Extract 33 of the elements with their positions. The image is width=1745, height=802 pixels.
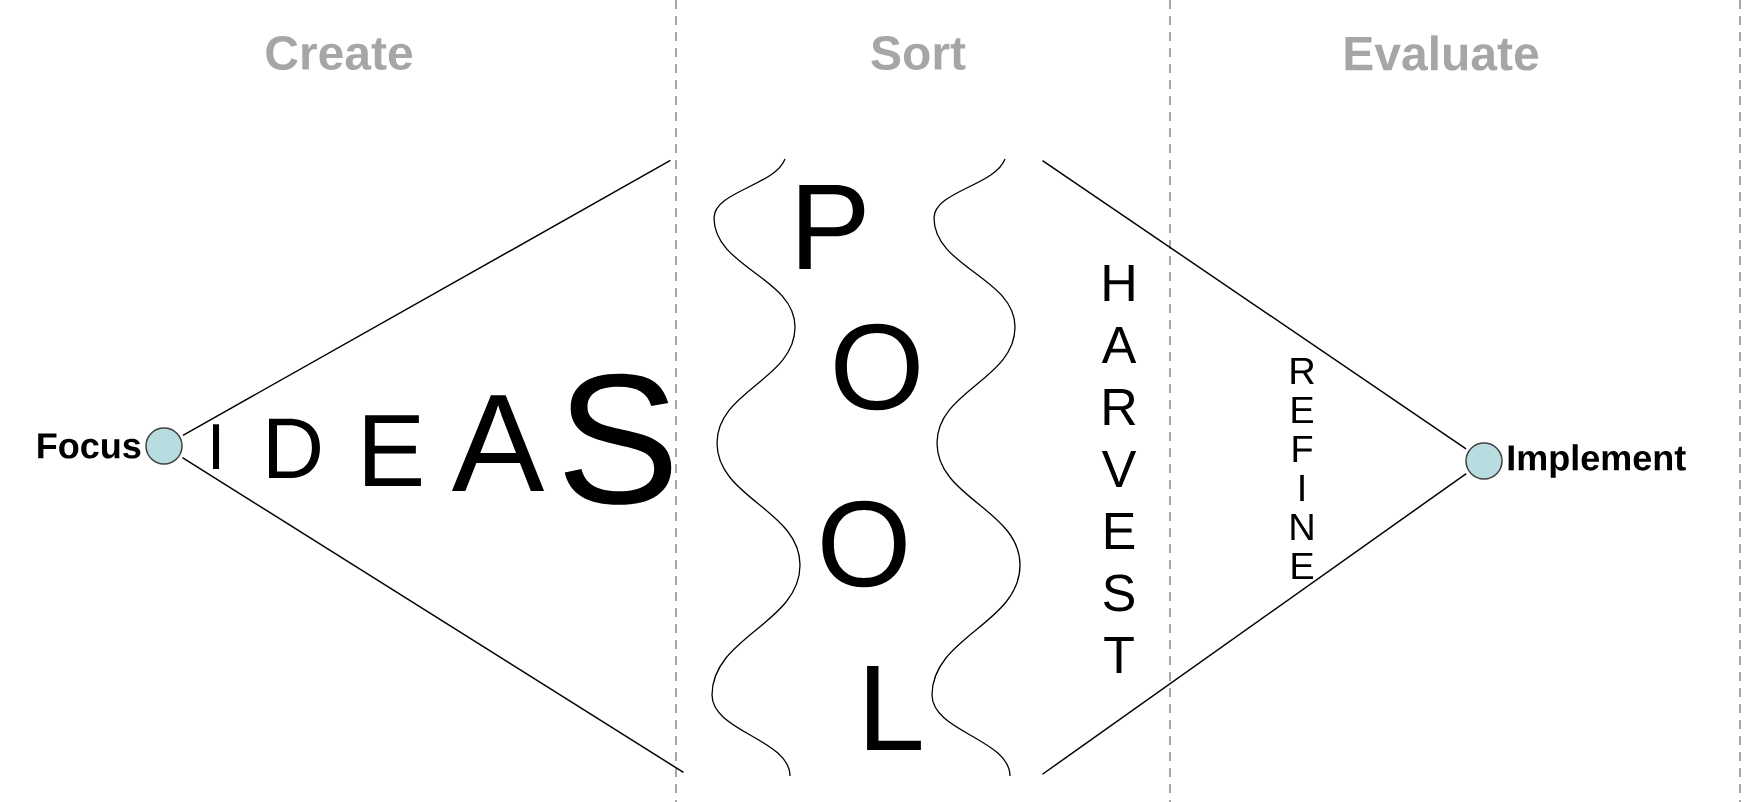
letter: E [365,415,421,486]
letter: S [1104,574,1134,612]
letter: O [835,323,919,411]
line [182,159,672,437]
letter: E [1105,513,1135,549]
node-label: Implement [1508,444,1686,478]
letter: E [1292,552,1314,580]
node-label: Focus [38,433,141,459]
letter: S [564,373,672,505]
letter: I [212,424,220,469]
letter: R [1104,389,1136,425]
letter: R [1291,357,1314,385]
letter: H [1104,265,1134,301]
letter: D [269,418,320,478]
letter: A [1101,327,1137,363]
section-heading: Evaluate [1345,35,1539,71]
letter: T [1104,637,1134,673]
letter: P [799,185,865,269]
letter: V [1101,451,1137,487]
circle-marker [1465,442,1503,480]
circle-marker [145,427,183,465]
section-heading: Sort [871,36,966,70]
letter: L [867,666,921,750]
letter: I [1300,474,1304,502]
line [181,456,685,774]
line [1041,159,1467,450]
letter: F [1293,435,1313,463]
section-heading: Create [266,36,413,70]
letter: A [451,395,545,491]
line [1041,472,1467,775]
letter: O [822,500,906,588]
letter: E [1292,396,1314,424]
letter: N [1291,513,1313,541]
